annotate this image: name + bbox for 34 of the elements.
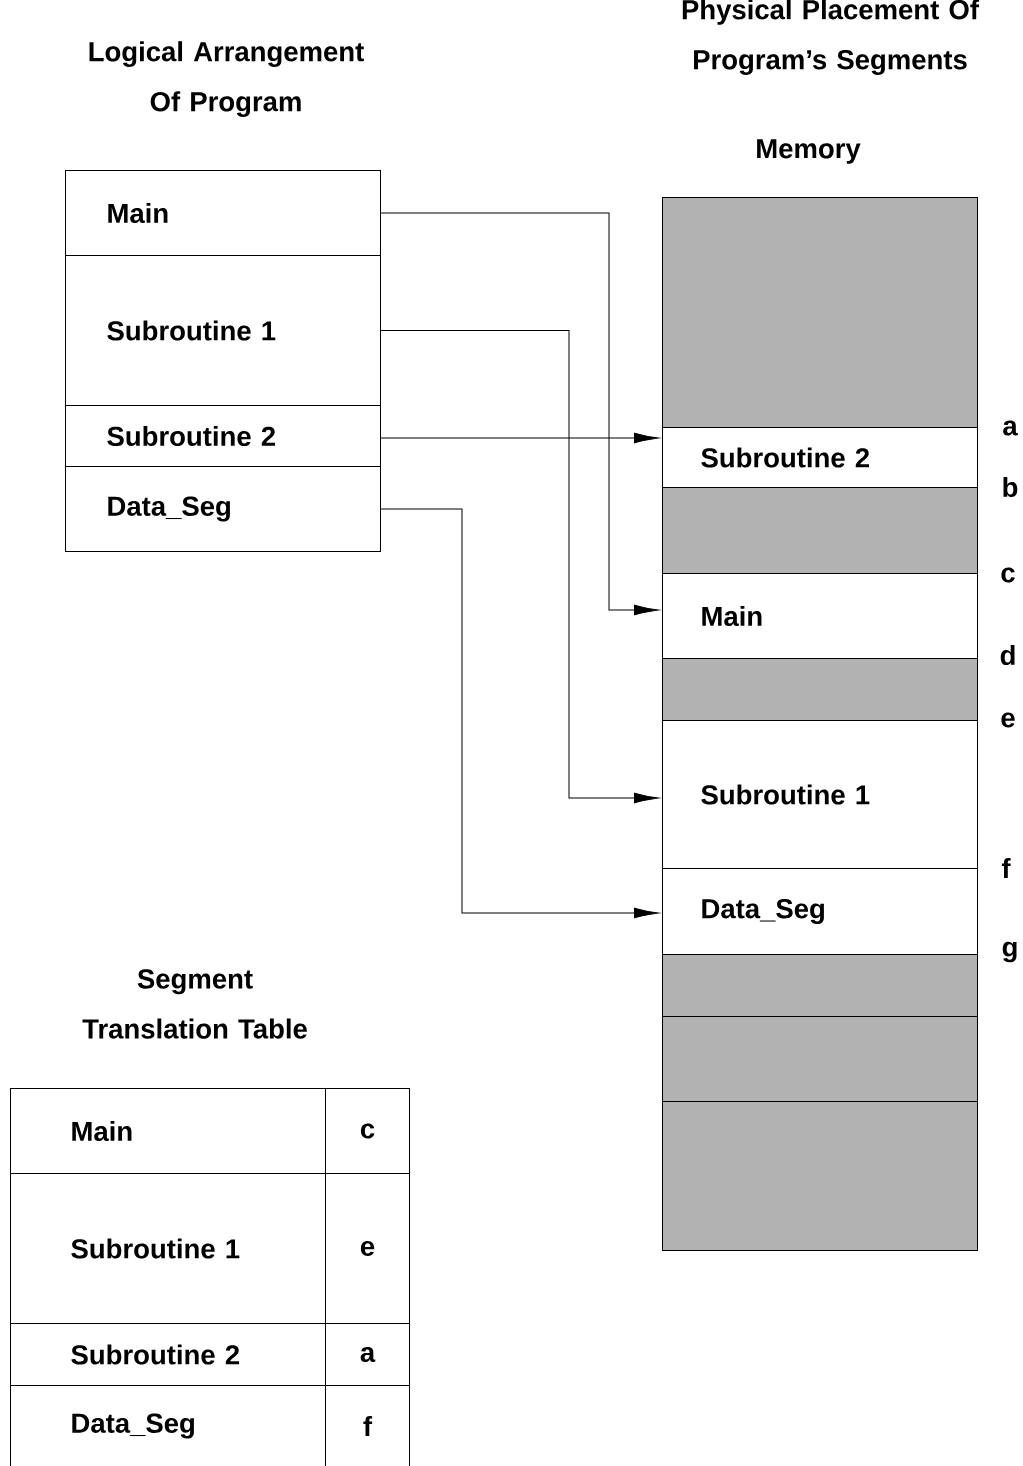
table-cell: e <box>325 1173 410 1324</box>
address-label: c <box>1001 567 1015 583</box>
memory-block <box>662 197 978 428</box>
segment-box: Subroutine 2 <box>65 405 381 467</box>
table-cell: Subroutine 1 <box>10 1173 326 1324</box>
memory-block <box>662 658 978 721</box>
segment-box: Data_Seg <box>65 466 381 552</box>
table-cell: a <box>325 1323 410 1386</box>
memory-block: Subroutine 1 <box>662 720 978 869</box>
heading: Memory <box>757 139 861 164</box>
heading: Segment Translation Table <box>82 969 307 1039</box>
address-label: g <box>1002 941 1017 963</box>
address-label: b <box>1003 476 1018 498</box>
heading: Physical Placement Of Program’s Segments <box>682 0 980 75</box>
address-label: e <box>1001 712 1015 728</box>
table-cell: Main <box>10 1088 326 1174</box>
address-label: f <box>1001 858 1011 878</box>
memory-block <box>662 1101 978 1251</box>
arrow <box>380 508 659 919</box>
arrow <box>380 212 659 616</box>
segment-box: Subroutine 1 <box>65 255 381 406</box>
table-cell: Data_Seg <box>10 1385 326 1466</box>
segment-box: Main <box>65 170 381 256</box>
memory-block <box>662 487 978 574</box>
arrow <box>380 330 659 804</box>
memory-block <box>662 954 978 1017</box>
address-label: a <box>1003 420 1018 436</box>
address-label: d <box>1000 644 1015 666</box>
table-cell: c <box>325 1088 410 1174</box>
table-cell: Subroutine 2 <box>10 1323 326 1386</box>
heading: Logical Arrangement Of Program <box>89 41 364 117</box>
table-cell: f <box>325 1385 410 1466</box>
memory-block <box>662 1016 978 1102</box>
arrow <box>380 432 659 444</box>
